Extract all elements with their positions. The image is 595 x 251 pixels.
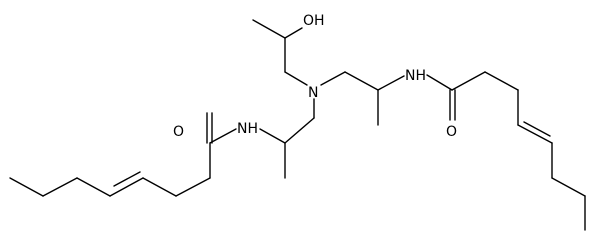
bond (109, 177, 144, 197)
bond (517, 124, 553, 144)
bond (320, 71, 346, 86)
bond (42, 177, 78, 197)
bond (551, 177, 586, 197)
bond (451, 71, 486, 91)
bond (426, 74, 453, 91)
bond (9, 177, 44, 197)
bond (523, 121, 551, 137)
amide-nh-right-label: NH (405, 68, 426, 84)
bond (377, 75, 405, 91)
bond (284, 71, 308, 86)
carbonyl-oxygen-left-label: O (173, 124, 184, 140)
bond (76, 177, 111, 197)
amine-nitrogen-label: N (308, 85, 318, 101)
carbonyl-oxygen-right-label: O (446, 124, 457, 140)
bond (113, 171, 141, 187)
bond (344, 71, 379, 91)
hydroxypropyl-arm (252, 19, 308, 86)
amine-bonds (313, 71, 346, 119)
bond (259, 128, 286, 144)
left-branch (9, 112, 315, 197)
bond (252, 19, 286, 39)
bond (284, 27, 303, 39)
bond (175, 177, 211, 197)
hydroxyl-label: OH (303, 13, 325, 29)
bond (209, 128, 237, 144)
bond (484, 71, 519, 91)
amide-nh-left-label: NH (237, 121, 258, 137)
atom-labels: OH N NH O NH O (173, 13, 457, 140)
bond (142, 177, 177, 197)
bond (284, 117, 315, 144)
right-branch (344, 71, 586, 231)
